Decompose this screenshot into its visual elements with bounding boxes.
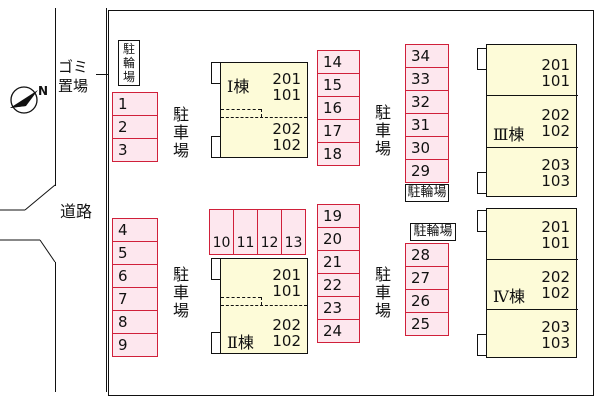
road-edge-right — [106, 8, 107, 392]
parking-space-16: 16 — [317, 96, 360, 120]
building-3-entrance-top — [477, 48, 486, 70]
building-2-entrance-bottom — [211, 332, 220, 354]
parking-space-27: 27 — [405, 266, 449, 290]
unit-202: 202 — [272, 316, 301, 334]
road-branch — [0, 184, 56, 263]
building-3-entrance-bottom — [477, 172, 486, 194]
unit-102: 102 — [541, 122, 570, 140]
parking-space-3: 3 — [112, 138, 158, 162]
parking-space-22: 22 — [317, 273, 360, 297]
parking-space-30: 30 — [405, 136, 449, 160]
parking-space-33: 33 — [405, 67, 449, 91]
building-1-entrance-bottom — [211, 136, 220, 158]
parking-label-1: 駐車場 — [172, 105, 189, 160]
unit-202: 202 — [541, 106, 570, 124]
building-1-name: Ⅰ棟 — [227, 77, 250, 96]
bike-parking-label-lower: 駐輪場 — [410, 223, 456, 241]
parking-space-32: 32 — [405, 90, 449, 114]
parking-space-26: 26 — [405, 289, 449, 313]
unit-102: 102 — [272, 136, 301, 154]
unit-102: 102 — [541, 284, 570, 302]
parking-space-29: 29 — [405, 159, 449, 183]
parking-space-2: 2 — [112, 115, 158, 139]
parking-space-12: 12 — [257, 209, 282, 255]
parking-space-20: 20 — [317, 227, 360, 251]
unit-203: 203 — [541, 318, 570, 336]
compass-north-icon — [10, 86, 38, 114]
road-edge-left — [55, 8, 56, 186]
parking-space-19: 19 — [317, 204, 360, 228]
unit-202: 202 — [272, 120, 301, 138]
garbage-leader — [96, 74, 110, 75]
unit-202: 202 — [541, 268, 570, 286]
compass-north-label: N — [38, 84, 49, 98]
parking-space-25: 25 — [405, 312, 449, 336]
parking-space-24: 24 — [317, 319, 360, 343]
parking-space-10: 10 — [209, 209, 234, 255]
parking-space-4: 4 — [112, 218, 158, 242]
building-2-entrance-top — [211, 258, 220, 280]
parking-space-6: 6 — [112, 264, 158, 288]
parking-space-9: 9 — [112, 333, 158, 357]
parking-label-4: 駐車場 — [374, 265, 391, 320]
parking-space-15: 15 — [317, 73, 360, 97]
building-2-name: Ⅱ棟 — [227, 333, 254, 352]
building-4-entrance-top — [477, 210, 486, 232]
garbage-area-label: ゴミ置場 — [58, 58, 89, 95]
unit-201: 201 — [541, 56, 570, 74]
parking-space-34: 34 — [405, 44, 449, 68]
parking-space-28: 28 — [405, 243, 449, 267]
unit-101: 101 — [272, 86, 301, 104]
bike-parking-label-upper: 駐輪場 — [405, 184, 449, 202]
unit-103: 103 — [541, 172, 570, 190]
unit-201: 201 — [272, 266, 301, 284]
parking-space-17: 17 — [317, 119, 360, 143]
unit-101: 101 — [272, 282, 301, 300]
parking-label-2: 駐車場 — [172, 265, 189, 320]
unit-201: 201 — [272, 70, 301, 88]
parking-space-18: 18 — [317, 142, 360, 166]
parking-space-13: 13 — [281, 209, 306, 255]
road-edge-left-lower — [55, 262, 56, 392]
parking-space-14: 14 — [317, 50, 360, 74]
parking-space-1: 1 — [112, 92, 158, 116]
parking-space-31: 31 — [405, 113, 449, 137]
building-1-entrance-top — [211, 62, 220, 84]
parking-space-5: 5 — [112, 241, 158, 265]
unit-101: 101 — [541, 72, 570, 90]
unit-101: 101 — [541, 234, 570, 252]
parking-space-23: 23 — [317, 296, 360, 320]
unit-201: 201 — [541, 218, 570, 236]
unit-102: 102 — [272, 332, 301, 350]
building-4-name: Ⅳ棟 — [493, 287, 525, 306]
parking-space-21: 21 — [317, 250, 360, 274]
road-label: 道路 — [60, 202, 93, 221]
parking-label-3: 駐車場 — [374, 103, 391, 158]
parking-space-7: 7 — [112, 287, 158, 311]
unit-103: 103 — [541, 334, 570, 352]
parking-space-11: 11 — [233, 209, 258, 255]
parking-space-8: 8 — [112, 310, 158, 334]
unit-203: 203 — [541, 156, 570, 174]
bike-parking-label-topleft: 駐輪場 — [118, 40, 140, 86]
building-4-entrance-bottom — [477, 334, 486, 356]
building-3-name: Ⅲ棟 — [493, 125, 525, 144]
